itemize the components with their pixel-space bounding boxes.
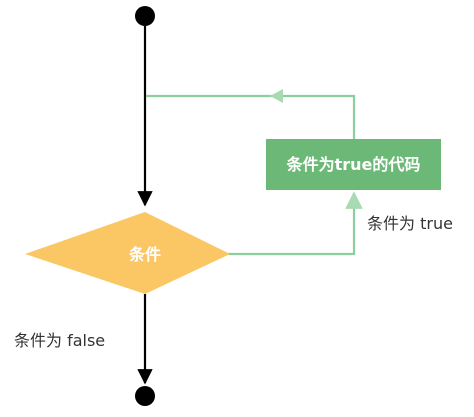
loop-body-label: 条件为true的代码 — [286, 155, 421, 174]
end-node — [135, 386, 155, 406]
loop-back-arrowhead — [270, 89, 283, 103]
condition-label: 条件 — [128, 245, 161, 264]
true-branch-label: 条件为 true — [367, 214, 453, 233]
start-node — [135, 6, 155, 26]
loop-body-box — [266, 139, 441, 190]
condition-diamond — [25, 212, 230, 294]
false-branch-label: 条件为 false — [14, 331, 105, 350]
edge-true-branch — [228, 191, 363, 256]
edge-loop-back — [146, 94, 356, 139]
